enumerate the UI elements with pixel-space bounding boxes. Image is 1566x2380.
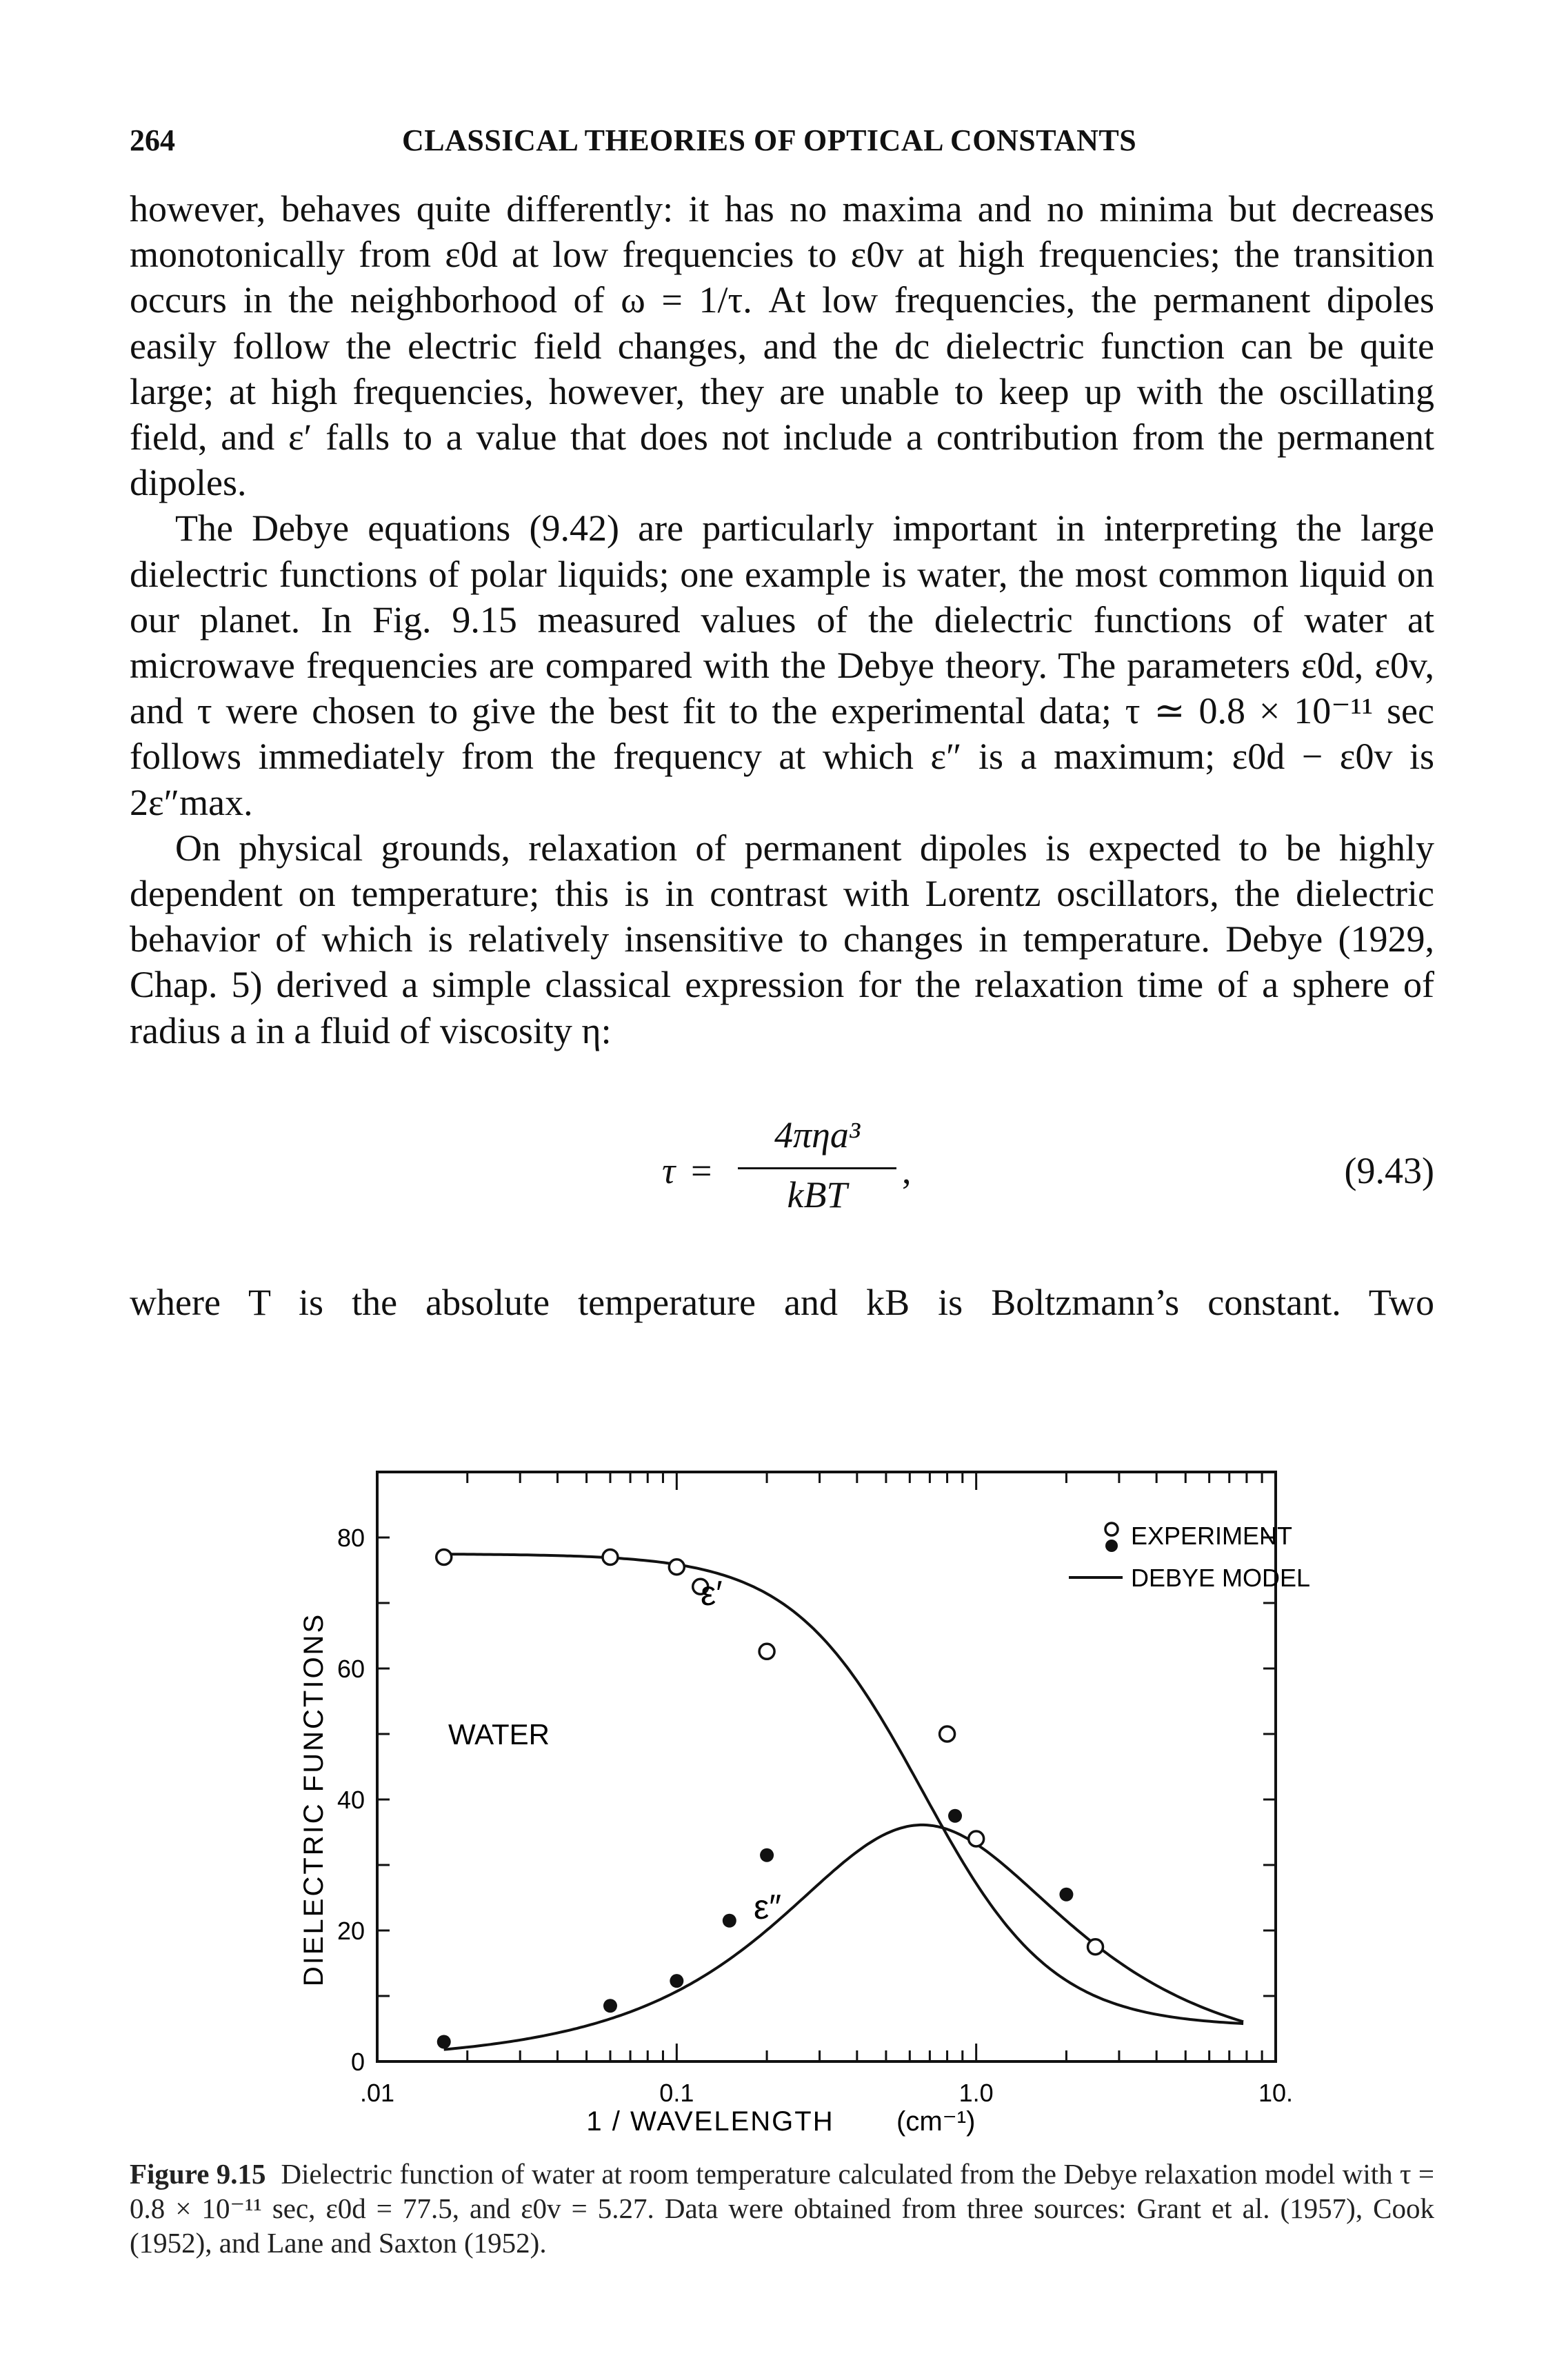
x-axis-label: 1 / WAVELENGTH — [586, 2106, 834, 2137]
equation-numerator: 4πηa³ — [774, 1114, 861, 1156]
y-tick-label: 40 — [337, 1786, 365, 1814]
running-header: 264 CLASSICAL THEORIES OF OPTICAL CONSTA… — [130, 123, 1433, 164]
running-title: CLASSICAL THEORIES OF OPTICAL CONSTANTS — [402, 123, 1137, 157]
eps-real-point — [691, 1577, 710, 1595]
legend-experiment-label: EXPERIMENT — [1131, 1522, 1292, 1550]
y-axis-label: DIELECTRIC FUNCTIONS — [299, 1613, 329, 1986]
debye-curve-eps-real — [443, 1553, 1244, 2026]
debye-curve-eps-imag — [443, 1823, 1244, 2051]
eps-imag-point — [1059, 1887, 1074, 1902]
curve-label-real: ε′ — [701, 1574, 723, 1613]
figure-caption-text: Dielectric function of water at room tem… — [130, 2158, 1434, 2259]
paragraph-3: On physical grounds, relaxation of perma… — [130, 827, 1434, 1051]
plot-frame — [376, 1471, 1277, 2063]
x-tick-label: 1.0 — [959, 2079, 994, 2107]
paragraph-4: where T is the absolute temperature and … — [130, 1282, 1434, 1323]
page-number: 264 — [130, 123, 175, 157]
figure-label: Figure 9.15 — [130, 2158, 266, 2190]
curve-label-imag: ε″ — [754, 1888, 781, 1926]
y-tick-label: 80 — [337, 1524, 365, 1552]
legend-filled-marker — [1105, 1540, 1118, 1552]
eps-real-point — [967, 1830, 985, 1848]
dielectric-chart: DIELECTRIC FUNCTIONS 1 / WAVELENGTH (cm⁻… — [299, 1471, 1310, 2137]
equation-lhs: τ — [662, 1150, 676, 1191]
x-tick-label: .01 — [360, 2079, 394, 2107]
eps-imag-point — [670, 1974, 684, 1988]
eps-imag-point — [603, 1999, 617, 2013]
eps-real-point — [1086, 1938, 1105, 1956]
equation-denominator: kBT — [787, 1174, 847, 1216]
legend-open-marker — [1104, 1522, 1119, 1537]
eps-real-point — [758, 1642, 776, 1661]
eps-imag-point — [948, 1808, 963, 1823]
eps-imag-point — [436, 2035, 451, 2049]
equation-comma: , — [902, 1150, 912, 1191]
body-text: however, behaves quite differently: it h… — [130, 186, 1434, 1053]
water-annotation: WATER — [448, 1718, 550, 1751]
y-tick-label: 60 — [337, 1655, 365, 1683]
x-axis-unit: (cm⁻¹) — [896, 2106, 975, 2137]
x-tick-label: 0.1 — [659, 2079, 694, 2107]
eps-real-point — [667, 1558, 686, 1576]
eps-imag-point — [760, 1848, 774, 1862]
equation-9-43: τ = 4πηa³ kBT , (9.43) — [662, 1113, 1434, 1231]
x-tick-label: 10. — [1258, 2079, 1293, 2107]
paragraph-1: however, behaves quite differently: it h… — [130, 188, 1434, 504]
legend-debye-label: DEBYE MODEL — [1131, 1564, 1310, 1592]
eps-real-point — [601, 1548, 619, 1566]
figure-9-15: DIELECTRIC FUNCTIONS 1 / WAVELENGTH (cm⁻… — [269, 1441, 1317, 2137]
fraction-bar — [738, 1167, 896, 1169]
equation-number: (9.43) — [1344, 1150, 1434, 1191]
eps-real-point — [938, 1725, 956, 1743]
y-tick-label: 0 — [351, 2048, 365, 2076]
y-tick-label: 20 — [337, 1917, 365, 1945]
equation-equals: = — [691, 1150, 712, 1191]
paragraph-2: The Debye equations (9.42) are particula… — [130, 507, 1434, 823]
equation-fraction: 4πηa³ kBT — [738, 1113, 896, 1216]
eps-imag-point — [722, 1913, 736, 1928]
eps-real-point — [434, 1548, 453, 1566]
